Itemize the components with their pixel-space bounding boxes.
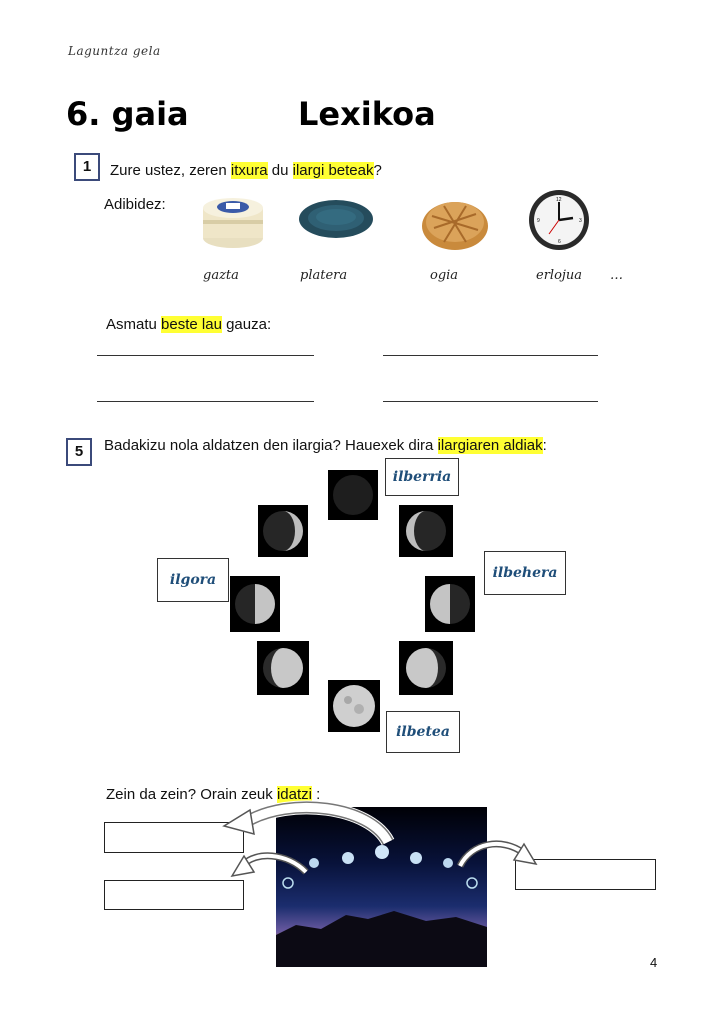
svg-text:9: 9 — [537, 218, 540, 224]
label-ilgora: ilgora — [157, 558, 229, 602]
arrow-to-bottom-left-icon — [230, 852, 309, 878]
bread-image — [422, 202, 488, 250]
guess-instruction: Asmatu beste lau gauza: — [106, 316, 272, 333]
moon-new-image — [328, 470, 378, 520]
moon-last-quarter-image — [425, 576, 475, 632]
highlight-ilargi-beteak: ilargi beteak — [292, 162, 374, 179]
answer-line-2[interactable] — [383, 355, 598, 356]
moon-waning-gibbous-image — [399, 641, 453, 695]
caption-ogia: ogia — [430, 268, 459, 283]
exercise-1-number: 1 — [74, 153, 100, 181]
moon-waxing-crescent-image — [258, 505, 308, 557]
answer-box-top-left[interactable] — [104, 822, 244, 853]
exercise-5-question: Badakizu nola aldatzen den ilargia? Haue… — [104, 437, 547, 454]
page-number: 4 — [650, 955, 658, 970]
arrow-to-right-icon — [456, 840, 538, 868]
moon-first-quarter-image — [230, 576, 280, 632]
cheese-image — [203, 198, 263, 248]
answer-box-bottom-left[interactable] — [104, 880, 244, 910]
lesson-topic: Lexikoa — [298, 95, 436, 133]
plate-image — [299, 200, 373, 238]
moon-waning-crescent-image — [399, 505, 453, 557]
moon-full-image — [328, 680, 380, 732]
answer-line-1[interactable] — [97, 355, 314, 356]
arrow-to-top-left-icon — [222, 800, 395, 846]
highlight-idatzi: idatzi — [276, 786, 312, 803]
caption-erlojua: erlojua — [536, 268, 583, 283]
label-ilberria: ilberria — [385, 458, 459, 496]
svg-text:3: 3 — [579, 218, 582, 224]
highlight-beste-lau: beste lau — [161, 316, 222, 333]
highlight-itxura: itxura — [230, 162, 268, 179]
svg-text:6: 6 — [558, 239, 561, 245]
svg-text:12: 12 — [556, 197, 562, 203]
lesson-number: 6. gaia — [66, 95, 189, 133]
caption-ellipsis: … — [610, 268, 623, 283]
task-instruction: Zein da zein? Orain zeuk idatzi : — [106, 786, 321, 803]
answer-line-4[interactable] — [383, 401, 598, 402]
moon-waxing-gibbous-image — [257, 641, 309, 695]
caption-gazta: gazta — [203, 268, 239, 283]
label-ilbetea: ilbetea — [386, 711, 460, 753]
caption-platera: platera — [300, 268, 348, 283]
example-label: Adibidez: — [104, 196, 166, 213]
page-header: Laguntza gela — [68, 44, 161, 58]
exercise-1-question: Zure ustez, zeren itxura du ilargi betea… — [110, 162, 382, 179]
clock-image: 12 3 6 9 — [529, 190, 589, 250]
highlight-ilargiaren-aldiak: ilargiaren aldiak — [437, 437, 543, 454]
answer-line-3[interactable] — [97, 401, 314, 402]
answer-box-right[interactable] — [515, 859, 656, 890]
exercise-5-number: 5 — [66, 438, 92, 466]
label-ilbehera: ilbehera — [484, 551, 566, 595]
